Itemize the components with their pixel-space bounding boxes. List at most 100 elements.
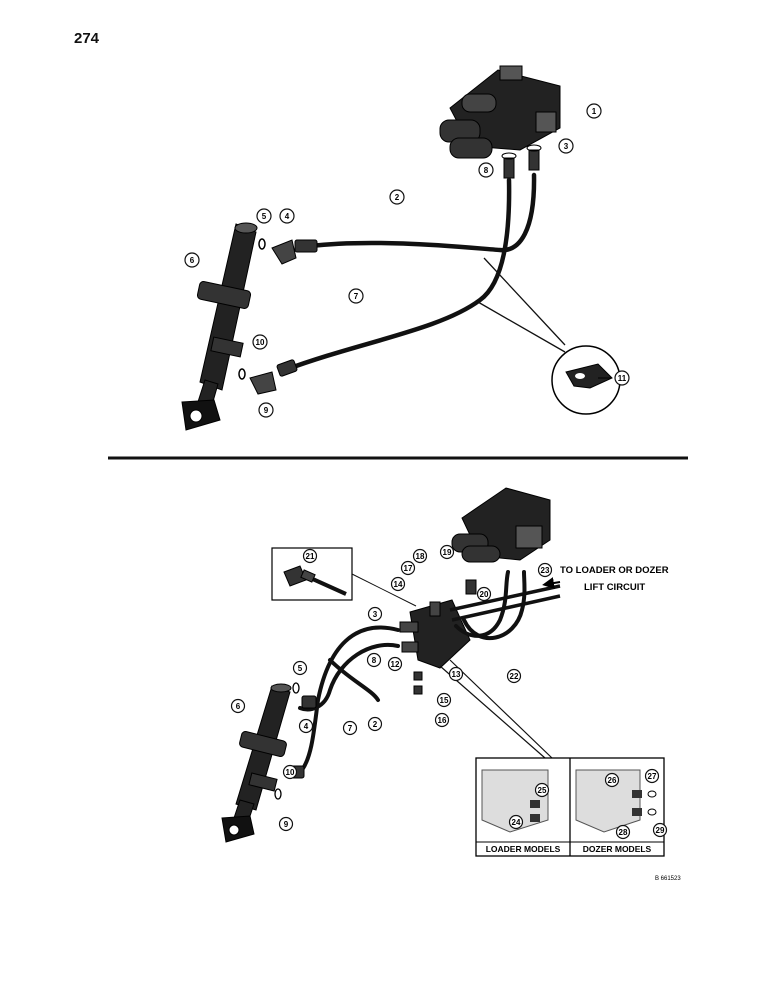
bottom-callout-4: 4: [298, 718, 314, 734]
top-callout-1: 1: [586, 103, 602, 119]
top-callout-9: 9: [258, 402, 274, 418]
bottom-callout-5: 5: [292, 660, 308, 676]
bottom-callout-29: 29: [652, 822, 668, 838]
valve-fittings-top: [501, 144, 542, 179]
top-callout-2: 2: [389, 189, 405, 205]
bottom-callout-label: 25: [538, 786, 547, 795]
top-callout-10: 10: [252, 334, 268, 350]
bottom-callout-label: 5: [298, 664, 303, 673]
bottom-callout-label: 9: [284, 820, 289, 829]
page-number: 274: [74, 30, 100, 47]
top-figure: [181, 65, 621, 431]
bottom-callout-9: 9: [278, 816, 294, 832]
bottom-callout-3: 3: [367, 606, 383, 622]
top-callout-8: 8: [478, 162, 494, 178]
bottom-callout-22: 22: [506, 668, 522, 684]
loader-models-caption: LOADER MODELS: [486, 844, 561, 854]
bottom-callout-17: 17: [400, 560, 416, 576]
top-callout-7: 7: [348, 288, 364, 304]
manifold-block: [399, 599, 471, 669]
bottom-callout-23: 23: [537, 562, 553, 578]
bottom-callout-26: 26: [604, 772, 620, 788]
bottom-callout-6: 6: [230, 698, 246, 714]
bottom-callout-10: 10: [282, 764, 298, 780]
bottom-callout-18: 18: [412, 548, 428, 564]
top-callout-label: 2: [395, 193, 400, 202]
control-valve-top: [439, 65, 561, 159]
top-callout-4: 4: [279, 208, 295, 224]
bottom-callout-7: 7: [342, 720, 358, 736]
bottom-callout-label: 7: [348, 724, 353, 733]
bottom-callout-28: 28: [615, 824, 631, 840]
elbow-4: [271, 239, 297, 265]
bottom-callout-label: 17: [404, 564, 413, 573]
clamp-inset: [551, 345, 621, 415]
top-callout-label: 1: [592, 107, 597, 116]
lift-circuit-annotation: TO LOADER OR DOZER LIFT CIRCUIT: [542, 565, 669, 593]
bottom-callout-label: 4: [304, 722, 309, 731]
top-callout-3: 3: [558, 138, 574, 154]
hoses-top: [282, 172, 537, 373]
bottom-callout-label: 8: [372, 656, 377, 665]
top-callout-label: 5: [262, 212, 267, 221]
annotation-line-2: LIFT CIRCUIT: [584, 582, 645, 593]
bottom-callout-19: 19: [439, 544, 455, 560]
bottom-callout-21: 21: [302, 548, 318, 564]
bottom-callout-27: 27: [644, 768, 660, 784]
bottom-callout-label: 27: [648, 772, 657, 781]
bottom-callout-16: 16: [434, 712, 450, 728]
top-callout-label: 10: [256, 338, 265, 347]
hoses-bottom: [298, 570, 527, 772]
detail-inset: [475, 757, 665, 857]
bottom-figure: [221, 487, 665, 857]
bottom-callout-20: 20: [476, 586, 492, 602]
annotation-line-1: TO LOADER OR DOZER: [560, 565, 669, 576]
leader-lines-bottom: [439, 659, 553, 759]
bottom-callout-25: 25: [534, 782, 550, 798]
top-callout-label: 4: [285, 212, 290, 221]
bottom-callout-label: 13: [452, 670, 461, 679]
bottom-callout-label: 29: [656, 826, 665, 835]
bottom-callout-label: 28: [619, 828, 628, 837]
bottom-callout-24: 24: [508, 814, 524, 830]
bottom-callout-label: 22: [510, 672, 519, 681]
top-callout-label: 11: [618, 374, 627, 383]
bottom-callout-label: 2: [373, 720, 378, 729]
control-valve-bottom: [451, 487, 551, 563]
top-callout-label: 8: [484, 166, 489, 175]
top-callout-11: 11: [614, 370, 630, 386]
cylinder-top: [181, 222, 258, 431]
hose-ends-top: [276, 239, 318, 377]
callouts-top: 1 2 3 4 5 6 7 8 9 10 11: [184, 103, 630, 418]
figure-code: B 661523: [655, 876, 681, 882]
bottom-callout-label: 15: [440, 696, 449, 705]
top-callout-6: 6: [184, 252, 200, 268]
elbow-9: [249, 371, 277, 395]
top-callout-label: 3: [564, 142, 569, 151]
top-callout-label: 7: [354, 292, 359, 301]
top-callout-label: 9: [264, 406, 269, 415]
bottom-callout-label: 3: [373, 610, 378, 619]
bottom-callout-label: 20: [480, 590, 489, 599]
bottom-callout-12: 12: [387, 656, 403, 672]
bottom-callout-8: 8: [366, 652, 382, 668]
bottom-callout-label: 10: [286, 768, 295, 777]
bottom-callout-label: 26: [608, 776, 617, 785]
bottom-callout-13: 13: [448, 666, 464, 682]
dozer-models-caption: DOZER MODELS: [583, 844, 652, 854]
bottom-callout-14: 14: [390, 576, 406, 592]
top-callout-5: 5: [256, 208, 272, 224]
bottom-callout-label: 18: [416, 552, 425, 561]
bottom-callout-label: 19: [443, 548, 452, 557]
bottom-callout-label: 23: [541, 566, 550, 575]
bottom-callout-label: 6: [236, 702, 241, 711]
bottom-callout-label: 14: [394, 580, 403, 589]
bottom-callout-15: 15: [436, 692, 452, 708]
cylinder-bottom: [221, 683, 292, 843]
bottom-callout-label: 24: [512, 818, 521, 827]
top-callout-label: 6: [190, 256, 195, 265]
leader-lines-top: [477, 257, 566, 353]
bottom-callout-2: 2: [367, 716, 383, 732]
